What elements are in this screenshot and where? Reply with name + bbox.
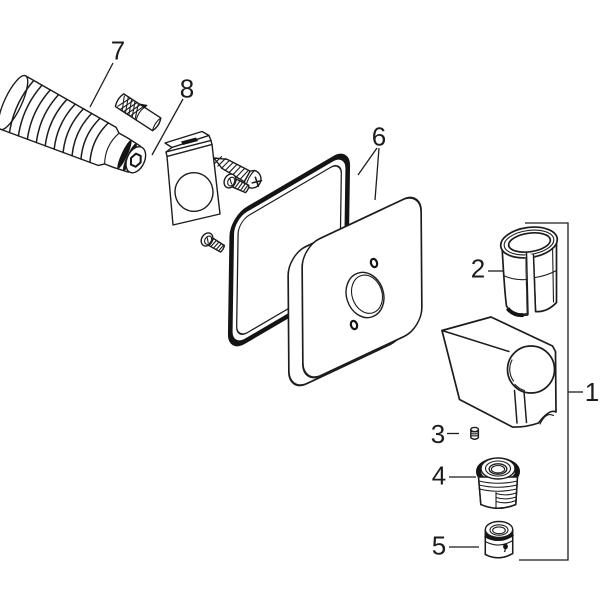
set-screw (470, 426, 480, 440)
callout-label-5: 5 (432, 531, 446, 561)
callout-label-6: 6 (372, 122, 386, 152)
plate-screw-hole-bottom (349, 319, 359, 331)
escutcheon-plate (287, 196, 423, 387)
callout-leaders (89, 62, 583, 561)
callout-label-3: 3 (431, 419, 445, 449)
callout-labels: 7 8 6 2 1 3 4 5 (111, 36, 599, 561)
callout-label-4: 4 (432, 461, 446, 491)
shower-hose (0, 74, 147, 174)
pan-head-screw-lower (200, 232, 226, 253)
pan-head-screw-upper (223, 173, 250, 194)
part-bracket-plate (164, 130, 221, 226)
plate-screw-hole-top (369, 257, 379, 269)
leader-7 (89, 62, 114, 108)
holder-block (441, 316, 557, 428)
leader-6a (357, 147, 378, 176)
hose-nut (476, 457, 520, 509)
leader-8 (151, 98, 184, 156)
callout-label-2: 2 (471, 254, 485, 284)
plate-center-hole (345, 271, 385, 319)
callout-label-7: 7 (111, 36, 125, 66)
holder-cone (499, 226, 559, 318)
sleeve-side-hole (503, 543, 508, 550)
wall-anchor (114, 93, 162, 132)
leader-6b (374, 147, 380, 201)
hose-nut-ring-1 (117, 140, 132, 169)
callout-label-1: 1 (585, 377, 599, 407)
wood-screw (213, 155, 263, 189)
callout-label-8: 8 (180, 74, 194, 104)
anchor-fin (138, 103, 148, 109)
adapter-sleeve (484, 520, 514, 559)
block-socket (506, 345, 556, 394)
hex-socket (129, 152, 142, 168)
